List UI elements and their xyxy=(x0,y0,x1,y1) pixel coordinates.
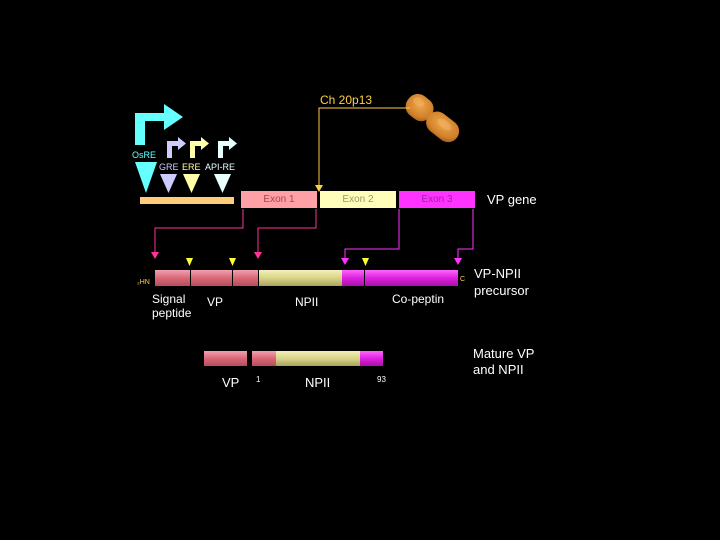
signal-peptide-label-line2: peptide xyxy=(152,306,192,320)
vp-segment-label: VP xyxy=(207,295,224,309)
mature-npii-label: NPII xyxy=(305,375,331,390)
apire-arrow-icon xyxy=(218,137,237,158)
ere-triangle-icon xyxy=(183,174,200,193)
exon-2: Exon 2 xyxy=(320,191,396,208)
ere-arrow-icon xyxy=(190,137,209,158)
cleavage-marker-icon xyxy=(229,258,236,266)
mature-vp-label: VP xyxy=(222,375,240,390)
npii-segment-label: NPII xyxy=(295,295,319,309)
signal-peptide-label-line1: Signal xyxy=(152,292,186,306)
mature-npii-end-label: 93 xyxy=(377,375,386,384)
exon3-npii-connector xyxy=(341,209,400,265)
gre-triangle-icon xyxy=(160,174,177,193)
osre-triangle-icon xyxy=(135,162,157,193)
exon-1: Exon 1 xyxy=(241,191,317,208)
precursor-vp-segment xyxy=(191,270,232,286)
c-terminus-label: C xyxy=(460,276,466,283)
precursor-label-line1: VP-NPII xyxy=(474,266,521,281)
promoter-bar xyxy=(140,197,234,204)
n-terminus-label: ₂HN xyxy=(137,279,150,286)
precursor-signal-segment xyxy=(155,270,190,286)
precursor-npii-segment xyxy=(259,270,342,286)
apire-label: API-RE xyxy=(205,162,236,172)
gre-arrow-icon xyxy=(167,137,186,158)
mature-label-line1: Mature VP xyxy=(473,346,535,361)
precursor-copeptin-segment xyxy=(365,270,458,286)
chromosome-pointer-line xyxy=(318,107,410,187)
exon1-npii-connector xyxy=(254,209,317,259)
exon-3: Exon 3 xyxy=(399,191,475,208)
ere-label: ERE xyxy=(182,162,201,172)
transcription-start-arrow-icon xyxy=(135,104,183,145)
apire-triangle-icon xyxy=(214,174,231,193)
precursor-npii-exon3-segment xyxy=(342,270,364,286)
mature-npii-start-label: 1 xyxy=(256,375,261,384)
cleavage-marker-icon xyxy=(186,258,193,266)
chromosome-icon xyxy=(405,93,460,143)
mature-vp-bar xyxy=(204,351,247,366)
copeptin-segment-label: Co-peptin xyxy=(392,292,445,306)
precursor-bar xyxy=(155,270,458,286)
gene-label: VP gene xyxy=(487,192,537,207)
gre-label: GRE xyxy=(159,162,179,172)
mature-npii-bar xyxy=(252,351,383,366)
exon1-signal-connector xyxy=(151,209,244,259)
mature-label-line2: and NPII xyxy=(473,362,524,377)
cleavage-marker-icon xyxy=(362,258,369,266)
exon3-copeptin-connector xyxy=(454,209,474,265)
precursor-label-line2: precursor xyxy=(474,283,529,298)
osre-label: OsRE xyxy=(132,150,157,160)
precursor-linker-segment xyxy=(233,270,258,286)
chromosome-label: Ch 20p13 xyxy=(320,93,373,107)
